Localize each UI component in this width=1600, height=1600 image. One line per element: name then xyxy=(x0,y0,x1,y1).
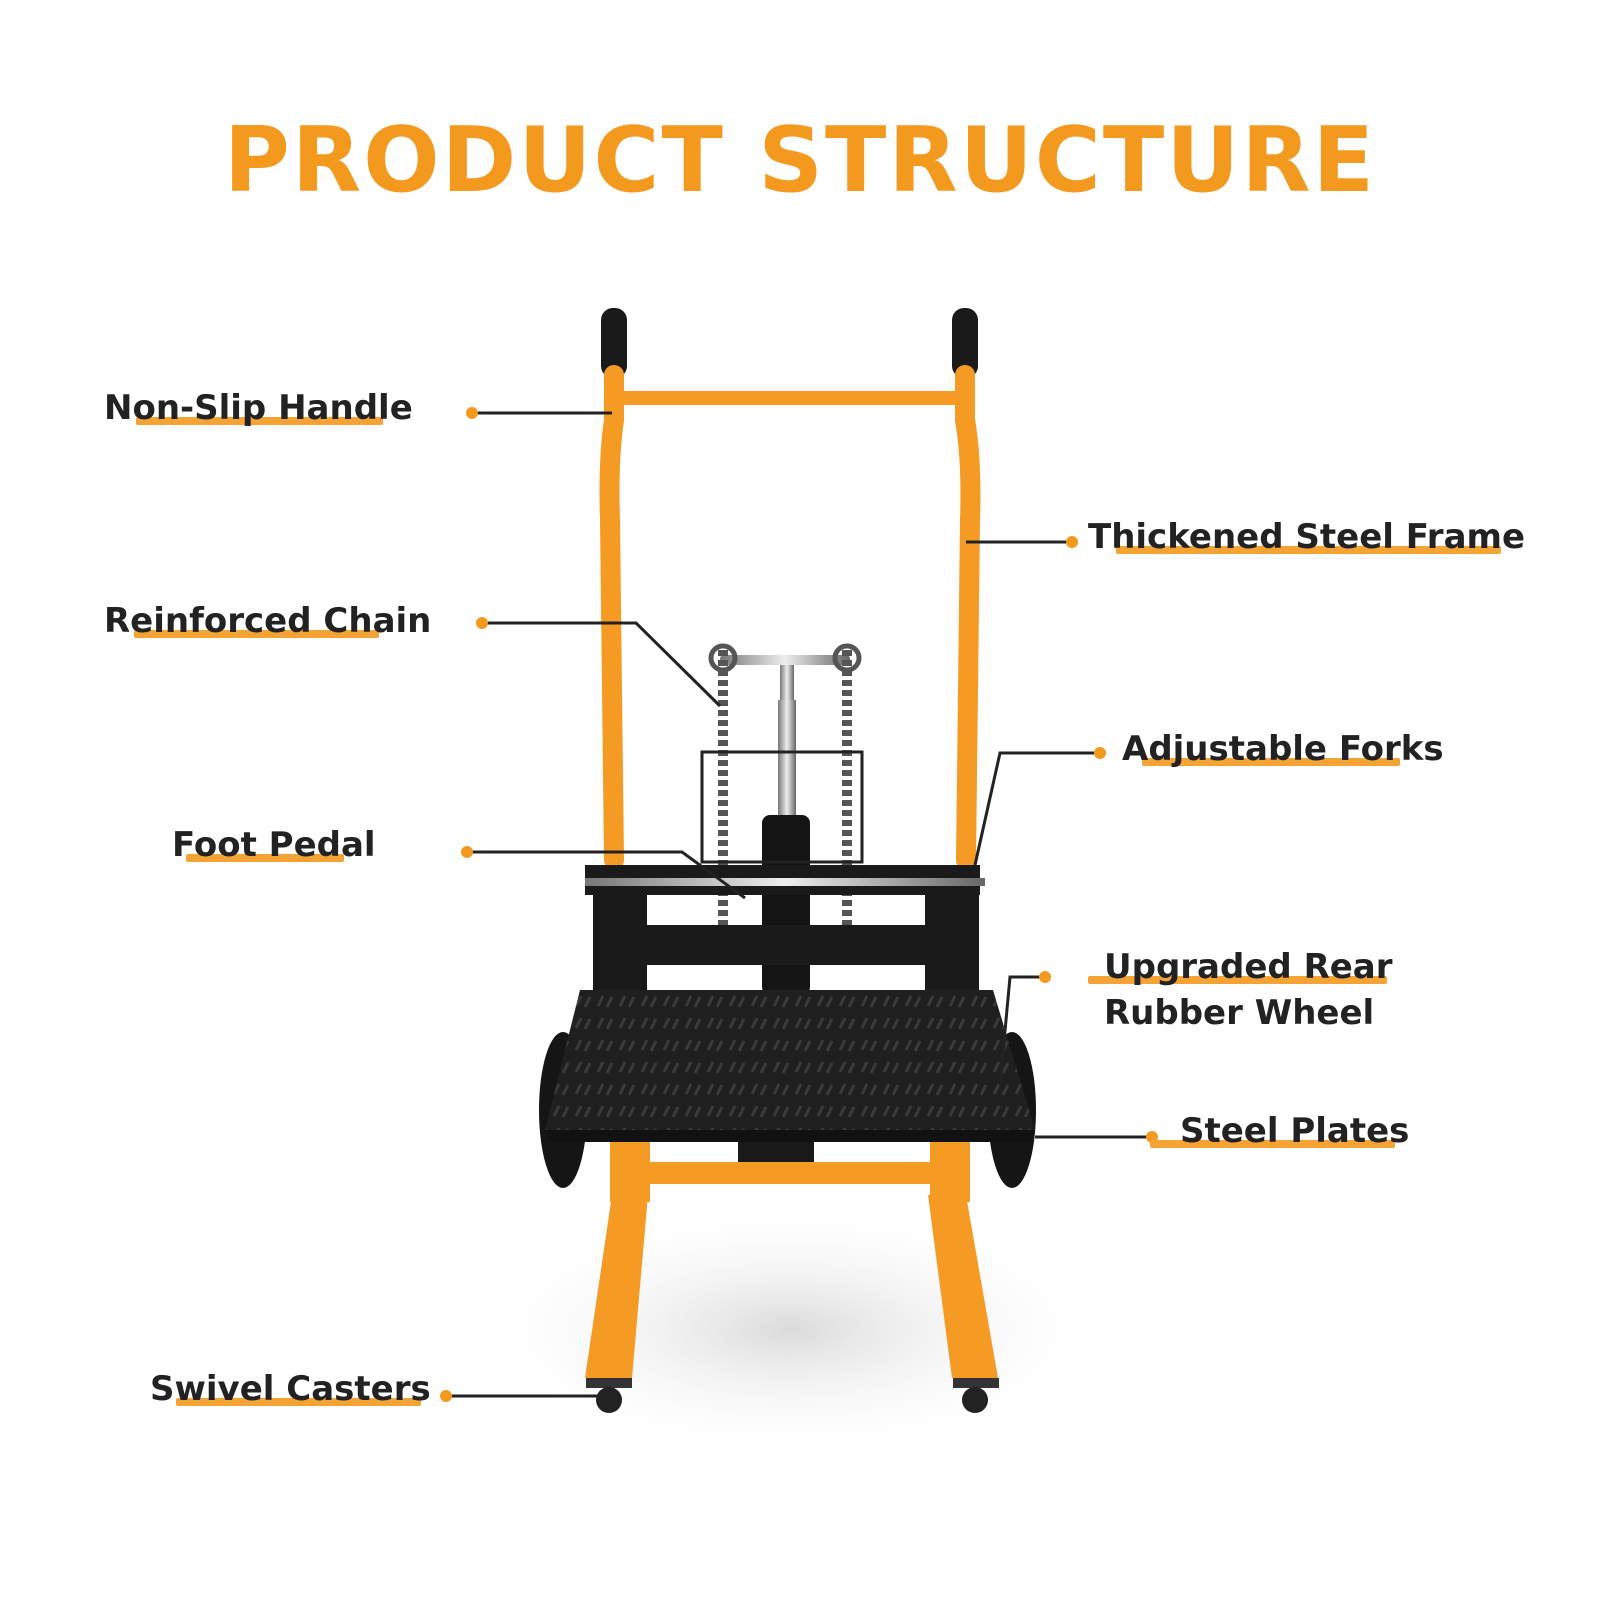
piston-rod xyxy=(778,700,796,825)
base-crossbar xyxy=(618,1162,963,1184)
leader-upgraded-rear-wheel xyxy=(998,975,1045,1086)
carriage-bar xyxy=(585,878,985,886)
callout-swivel-casters: Swivel Casters xyxy=(150,1366,431,1412)
right-sprocket xyxy=(832,643,862,673)
callout-label: Swivel Casters xyxy=(150,1369,431,1409)
page-title: PRODUCT STRUCTURE xyxy=(223,108,1377,213)
left-sprocket xyxy=(708,643,738,673)
callout-label-line2: Rubber Wheel xyxy=(1104,993,1375,1033)
t-stem xyxy=(780,665,794,705)
callout-adjustable-forks: Adjustable Forks xyxy=(1122,726,1444,772)
carriage-right xyxy=(925,895,979,990)
callout-label: Foot Pedal xyxy=(172,825,376,865)
callout-label: Non-Slip Handle xyxy=(104,388,413,428)
left-leg xyxy=(585,1195,648,1378)
floor-shadow xyxy=(460,1200,1120,1460)
callout-thickened-steel-frame: Thickened Steel Frame xyxy=(1088,514,1525,560)
callout-label: Thickened Steel Frame xyxy=(1088,517,1526,557)
hydraulic-cylinder xyxy=(762,815,810,995)
callout-upgraded-rear-rubber-wheel: Upgraded Rear Rubber Wheel xyxy=(1088,944,1393,1036)
callout-label: Reinforced Chain xyxy=(104,601,432,641)
right-caster-mount xyxy=(953,1378,999,1388)
leader-lines xyxy=(446,411,1152,1398)
carriage-left xyxy=(593,895,647,990)
callout-label-line1: Upgraded Rear xyxy=(1104,947,1393,987)
callout-label: Adjustable Forks xyxy=(1122,729,1444,769)
base-right-post xyxy=(930,1142,970,1202)
left-caster-mount xyxy=(586,1378,632,1388)
base-left-post xyxy=(610,1142,650,1202)
callout-foot-pedal: Foot Pedal xyxy=(172,822,376,868)
steel-plate-edge xyxy=(545,1130,1035,1142)
callout-non-slip-handle: Non-Slip Handle xyxy=(104,385,413,431)
right-grip xyxy=(952,308,978,378)
leader-reinforced-chain xyxy=(482,621,722,708)
right-leg xyxy=(928,1195,998,1378)
steel-plate xyxy=(545,990,1035,1130)
left-caster xyxy=(596,1387,622,1413)
callout-label: Steel Plates xyxy=(1180,1111,1410,1151)
carriage-cross xyxy=(647,925,925,965)
left-upright xyxy=(599,365,624,870)
leader-foot-pedal xyxy=(467,850,746,900)
callout-steel-plates: Steel Plates xyxy=(1150,1108,1410,1154)
t-bar xyxy=(720,655,850,665)
callout-reinforced-chain: Reinforced Chain xyxy=(104,598,431,644)
leader-adjustable-forks xyxy=(973,751,1100,866)
left-grip xyxy=(601,308,627,378)
base-block xyxy=(738,1142,814,1162)
right-upright xyxy=(955,365,981,870)
chain-guide xyxy=(700,750,864,864)
right-caster xyxy=(962,1387,988,1413)
